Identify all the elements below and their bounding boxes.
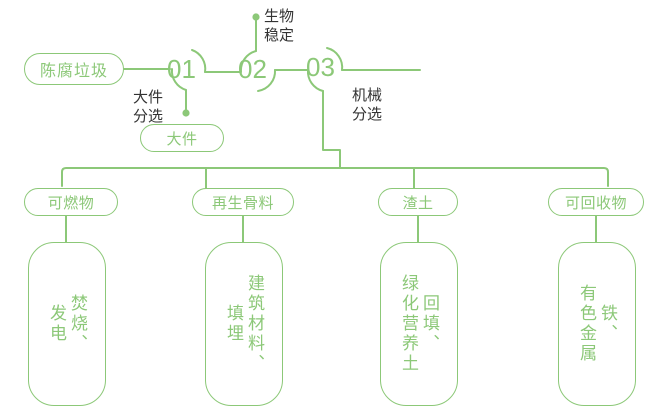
stage-02-note: 生物稳定 [264,7,294,45]
arc-03-top [326,47,344,71]
usage-box-1-line2: 填埋 [224,304,243,344]
node-side-output-label: 大件 [166,130,198,148]
usage-box-0-line2: 发电 [47,304,66,344]
output-pill-1-label: 再生骨料 [211,194,274,212]
usage-box-3[interactable]: 铁、有色金属 [558,242,636,406]
callout-dot-bulky [182,109,190,117]
wire-03-to-bus [322,90,341,169]
stage-02-text: 02 [238,54,267,84]
arc-01-bottom [170,68,187,91]
usage-box-1[interactable]: 建筑材料、填埋 [205,242,283,406]
stage-03-text: 03 [306,52,335,82]
arc-03-bottom [306,69,324,92]
stage-03-note-line2: 分选 [352,106,383,123]
usage-box-3-text: 铁、有色金属 [576,284,618,364]
output-pill-2-label: 渣土 [402,194,434,212]
stage-03-note: 机械分选 [352,86,382,124]
stage-02-note-line1: 生物 [264,8,295,25]
stage-03-note-line1: 机械 [352,87,383,104]
usage-box-1-line1: 建筑材料、 [245,274,264,374]
stage-01-note-line1: 大件 [133,89,164,106]
output-pill-3[interactable]: 可回收物 [548,188,644,216]
usage-box-2-line2: 绿化营养土 [399,274,418,374]
stage-number-02: 02 [238,54,267,85]
usage-box-1-text: 建筑材料、填埋 [223,274,265,374]
output-pill-0[interactable]: 可燃物 [24,188,118,216]
output-pill-3-label: 可回收物 [564,194,627,212]
node-source[interactable]: 陈腐垃圾 [24,53,124,85]
usage-box-0[interactable]: 焚烧、发电 [28,242,106,406]
stage-number-01: 01 [167,54,196,85]
callout-dot-biostable [252,13,260,21]
distribution-bus [61,167,609,187]
usage-box-3-line1: 铁、 [598,304,617,344]
usage-box-0-text: 焚烧、发电 [46,294,88,354]
output-pill-0-label: 可燃物 [47,194,95,212]
node-source-label: 陈腐垃圾 [39,63,108,80]
usage-box-3-line2: 有色金属 [577,284,596,364]
stage-01-text: 01 [167,54,196,84]
node-side-output-bulky[interactable]: 大件 [140,124,224,152]
stage-number-03: 03 [306,52,335,83]
usage-box-2-line1: 回填、 [420,294,439,354]
arc-01-top [191,49,207,73]
arc-02-top [239,50,257,73]
usage-box-2-text: 回填、绿化营养土 [398,274,440,374]
output-pill-2[interactable]: 渣土 [378,188,458,216]
output-pill-1[interactable]: 再生骨料 [192,188,294,216]
stage-01-note-line2: 分选 [133,108,164,125]
stage-01-note: 大件分选 [133,88,163,126]
stage-02-note-line2: 稳定 [264,27,295,44]
arc-02-bottom [257,69,277,92]
usage-box-0-line1: 焚烧、 [68,294,87,354]
usage-box-2[interactable]: 回填、绿化营养土 [380,242,458,406]
